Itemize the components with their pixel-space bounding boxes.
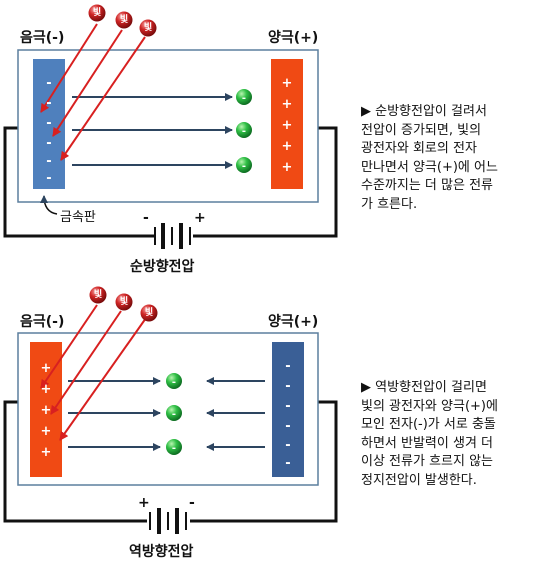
svg-text:-: - — [172, 443, 176, 454]
svg-text:-: - — [242, 161, 246, 172]
reverse-photon — [115, 293, 133, 311]
reverse-light-ray — [59, 317, 147, 441]
reverse-right-sign: - — [285, 359, 291, 374]
forward-photon-label: 빛 — [119, 15, 129, 25]
reverse-right-label: 양극(+) — [268, 314, 319, 330]
forward-panel: - - - — [3, 4, 338, 249]
forward-light-ray — [52, 29, 123, 137]
forward-right-sign: + — [281, 160, 293, 175]
reverse-left-sign: + — [40, 403, 52, 418]
reverse-electron: - — [166, 439, 182, 455]
reverse-left-sign: + — [40, 445, 52, 460]
svg-text:-: - — [242, 93, 246, 104]
forward-battery — [154, 223, 191, 249]
forward-electron: - — [236, 89, 252, 105]
reverse-caption: 역방향전압 — [129, 544, 194, 560]
forward-photon-label: 빛 — [92, 8, 102, 18]
forward-electron: - — [236, 157, 252, 173]
reverse-circuit-wire — [3, 400, 338, 523]
svg-text:-: - — [172, 377, 176, 388]
forward-left-sign: - — [46, 116, 52, 131]
reverse-panel: - - - — [3, 286, 338, 534]
forward-left-sign: - — [46, 171, 52, 186]
forward-photon — [139, 19, 157, 37]
reverse-left-sign: + — [40, 361, 52, 376]
reverse-light-ray — [40, 304, 98, 389]
forward-photon — [115, 11, 133, 29]
forward-light-ray — [40, 23, 98, 113]
forward-light-ray — [60, 36, 146, 161]
svg-text:-: - — [172, 409, 176, 420]
forward-left-sign: - — [46, 154, 52, 169]
reverse-right-sign: - — [285, 456, 291, 471]
forward-battery-minus: - — [143, 210, 149, 226]
forward-photon — [88, 4, 106, 22]
forward-caption: 순방향전압 — [130, 259, 195, 275]
forward-circuit-wire — [3, 126, 338, 238]
forward-metal-label: 금속판 — [60, 210, 96, 225]
reverse-photon — [89, 286, 107, 304]
reverse-electron: - — [166, 373, 182, 389]
reverse-right-sign: - — [285, 399, 291, 414]
forward-electron: - — [236, 122, 252, 138]
reverse-photon-label: 빛 — [93, 290, 103, 300]
reverse-photon — [140, 304, 158, 322]
reverse-battery-plus: + — [138, 495, 150, 511]
forward-description: ▶ 순방향전압이 걸려서 전압이 증가되면, 빛의 광전자와 회로의 전자 만나… — [361, 104, 498, 212]
reverse-left-sign: + — [40, 382, 52, 397]
forward-right-sign: + — [281, 118, 293, 133]
forward-metal-pointer — [40, 195, 58, 215]
reverse-left-label: 음극(-) — [20, 314, 65, 330]
forward-battery-plus: + — [194, 210, 206, 226]
forward-positive-plate — [271, 59, 303, 189]
reverse-negative-plate — [272, 342, 304, 477]
forward-tube — [17, 49, 319, 203]
reverse-battery — [149, 508, 187, 534]
forward-left-sign: - — [46, 96, 52, 111]
forward-right-label: 양극(+) — [268, 30, 319, 46]
forward-photon-label: 빛 — [143, 23, 153, 33]
reverse-right-sign: - — [285, 438, 291, 453]
reverse-photon-label: 빛 — [144, 308, 154, 318]
forward-right-sign: + — [281, 97, 293, 112]
svg-text:-: - — [242, 126, 246, 137]
reverse-description: ▶ 역방향전압이 걸리면 빛의 광전자와 양극(+)에 모인 전자(-)가 서로… — [361, 380, 498, 488]
forward-left-sign: - — [46, 136, 52, 151]
forward-right-sign: + — [281, 139, 293, 154]
reverse-right-sign: - — [285, 419, 291, 434]
reverse-left-sign: + — [40, 424, 52, 439]
forward-left-label: 음극(-) — [20, 30, 65, 46]
reverse-light-ray — [50, 310, 122, 415]
reverse-electron: - — [166, 405, 182, 421]
reverse-battery-minus: - — [189, 495, 195, 511]
reverse-photon-label: 빛 — [119, 297, 129, 307]
reverse-right-sign: - — [285, 379, 291, 394]
forward-left-sign: - — [46, 76, 52, 91]
forward-right-sign: + — [281, 76, 293, 91]
